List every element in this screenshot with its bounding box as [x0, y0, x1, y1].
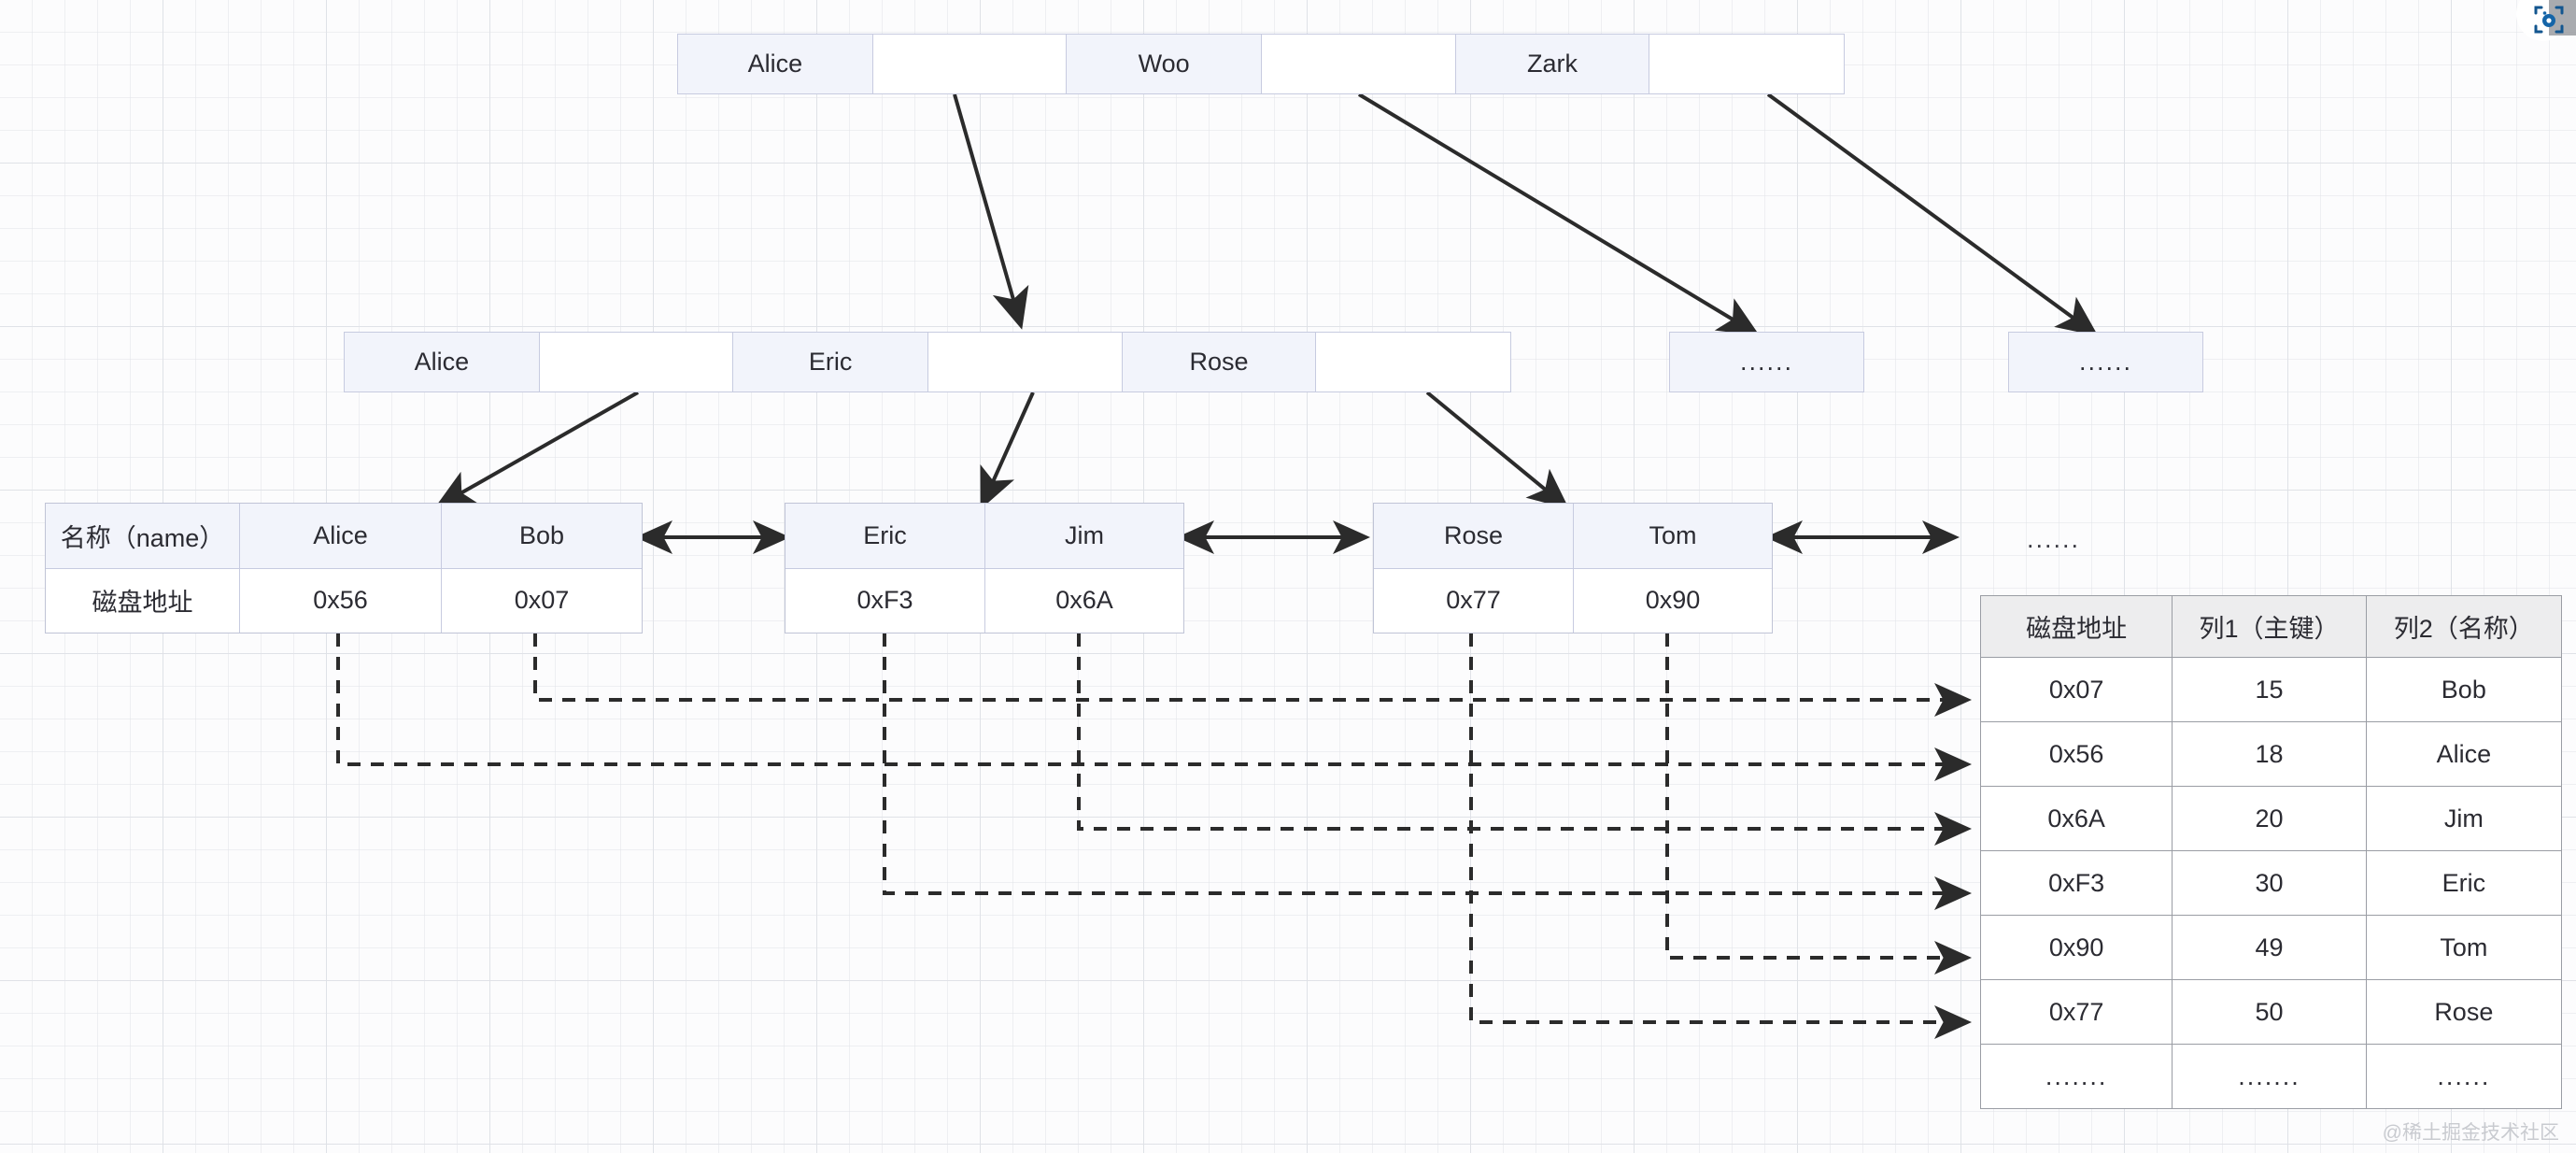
leaf2-address-1[interactable]: 0x6A [1055, 586, 1113, 615]
disk-record-table[interactable]: 磁盘地址 列1（主键） 列2（名称） 0x07 15 Bob 0x56 18 A… [1979, 595, 2563, 1109]
cell-name: Rose [2365, 979, 2563, 1045]
table-header-address: 磁盘地址 [1979, 595, 2173, 658]
leaf-node-2[interactable]: Eric Jim 0xF3 0x6A [785, 503, 1184, 633]
watermark: @稀土掘金技术社区 [2382, 1122, 2559, 1144]
leaf3-name-1[interactable]: Tom [1649, 520, 1697, 549]
leaf3-address-1[interactable]: 0x90 [1645, 586, 1701, 615]
branch-node-3[interactable]: ...... [2008, 332, 2203, 392]
cell-address-ellipsis: ....... [1979, 1044, 2173, 1109]
branch1-key-1[interactable]: Eric [733, 333, 929, 391]
leaf2-name-1[interactable]: Jim [1065, 520, 1104, 549]
leaf3-address-row: 0x77 0x90 [1374, 568, 1772, 633]
leaf-node-1[interactable]: 名称（name） Alice Bob 磁盘地址 0x56 0x07 [45, 503, 643, 633]
cell-name: Tom [2365, 915, 2563, 980]
cell-name: Eric [2365, 850, 2563, 916]
cell-key: 30 [2172, 850, 2367, 916]
cell-key: 50 [2172, 979, 2367, 1045]
table-header-row: 磁盘地址 列1（主键） 列2（名称） [1979, 595, 2563, 658]
root-pointer-2[interactable] [1649, 35, 1845, 93]
leaf1-name-1[interactable]: Bob [518, 520, 565, 549]
cell-address: 0x56 [1979, 721, 2173, 787]
cell-name: Bob [2365, 657, 2563, 722]
leaf3-address-0[interactable]: 0x77 [1374, 568, 1574, 633]
scan-frame-icon [2534, 6, 2564, 34]
leaf1-name-0[interactable]: Alice [240, 504, 442, 568]
leaf2-name-row: Eric Jim [786, 504, 1183, 569]
table-header-col1: 列1（主键） [2172, 595, 2367, 658]
leaf-node-3[interactable]: Rose Tom 0x77 0x90 [1373, 503, 1773, 633]
leaf1-address-row: 磁盘地址 0x56 0x07 [46, 568, 642, 633]
branch1-pointer-0[interactable] [539, 333, 734, 391]
leaf2-address-row: 0xF3 0x6A [786, 568, 1183, 633]
cell-key-ellipsis: ....... [2172, 1044, 2367, 1109]
root-pointer-0[interactable] [872, 35, 1068, 93]
leaf1-name-label: 名称（name） [46, 504, 240, 568]
leaf1-address-label: 磁盘地址 [46, 568, 240, 633]
root-key-2[interactable]: Zark [1455, 35, 1650, 93]
table-row[interactable]: 0xF3 30 Eric [1979, 850, 2563, 916]
cell-address: 0x77 [1979, 979, 2173, 1045]
cell-key: 18 [2172, 721, 2367, 787]
leaf1-name-row: 名称（name） Alice Bob [46, 504, 642, 569]
cell-address: 0x90 [1979, 915, 2173, 980]
branch1-key-2[interactable]: Rose [1122, 333, 1317, 391]
leaf3-name-0[interactable]: Rose [1374, 504, 1574, 568]
root-key-1[interactable]: Woo [1067, 35, 1263, 93]
cell-address: 0x6A [1979, 786, 2173, 851]
table-row[interactable]: 0x6A 20 Jim [1979, 786, 2563, 851]
table-row[interactable]: 0x56 18 Alice [1979, 721, 2563, 787]
table-row[interactable]: 0x77 50 Rose [1979, 979, 2563, 1045]
scan-icon[interactable] [2516, 0, 2576, 47]
cell-name-ellipsis: ...... [2365, 1044, 2563, 1109]
table-row[interactable]: 0x90 49 Tom [1979, 915, 2563, 980]
cell-key: 20 [2172, 786, 2367, 851]
leaf2-address-0[interactable]: 0xF3 [786, 568, 985, 633]
root-node[interactable]: Alice Woo Zark [677, 34, 1845, 94]
table-row[interactable]: 0x07 15 Bob [1979, 657, 2563, 722]
root-key-0[interactable]: Alice [678, 35, 873, 93]
branch1-pointer-2[interactable] [1316, 333, 1511, 391]
table-row-ellipsis: ....... ....... ...... [1979, 1044, 2563, 1109]
cell-name: Jim [2365, 786, 2563, 851]
cell-name: Alice [2365, 721, 2563, 787]
cell-address: 0x07 [1979, 657, 2173, 722]
table-header-col2: 列2（名称） [2365, 595, 2563, 658]
leaf3-name-row: Rose Tom [1374, 504, 1772, 569]
cell-key: 49 [2172, 915, 2367, 980]
cell-address: 0xF3 [1979, 850, 2173, 916]
branch-node-1[interactable]: Alice Eric Rose [344, 332, 1511, 392]
leaf2-name-0[interactable]: Eric [786, 504, 985, 568]
leaf-tail-ellipsis: ...... [2027, 525, 2081, 553]
branch1-key-0[interactable]: Alice [345, 333, 540, 391]
cell-key: 15 [2172, 657, 2367, 722]
root-pointer-1[interactable] [1262, 35, 1456, 93]
leaf1-address-1[interactable]: 0x07 [514, 586, 570, 615]
branch-node-2[interactable]: ...... [1669, 332, 1864, 392]
leaf1-address-0[interactable]: 0x56 [240, 568, 442, 633]
branch1-pointer-1[interactable] [928, 333, 1123, 391]
